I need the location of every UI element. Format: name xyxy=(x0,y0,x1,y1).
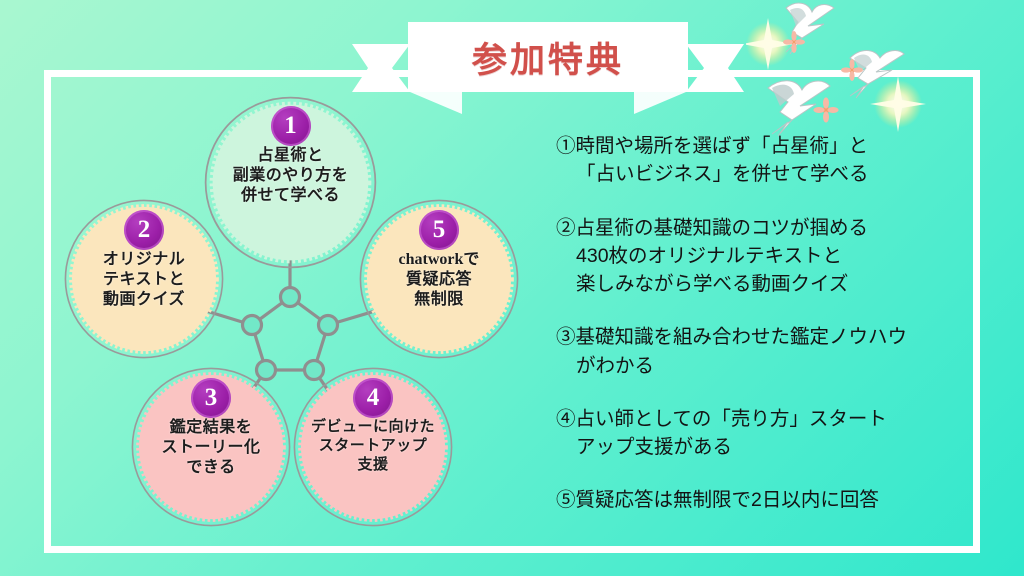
badge-number-3: 3 xyxy=(191,378,231,418)
node-label-2: オリジナル テキストと 動画クイズ xyxy=(102,251,186,308)
badge-number-5: 5 xyxy=(419,210,459,250)
node-label-3: 鑑定結果を ストーリー化 できる xyxy=(161,419,261,476)
benefit-item-5: ⑤質疑応答は無制限で2日以内に回答 xyxy=(556,489,879,512)
benefit-node-2[interactable]: 2 オリジナル テキストと 動画クイズ xyxy=(63,198,225,360)
swallow-icon xyxy=(767,80,831,137)
blossom-icon xyxy=(783,31,805,53)
benefit-diagram: 1 占星術と 副業のやり方を 併せて学べる 2 オリジナル テキストと 動画クイ… xyxy=(40,78,540,527)
swallow-birds-decoration xyxy=(746,0,946,146)
node-label-1: 占星術と 副業のやり方を 併せて学べる xyxy=(232,147,349,204)
benefit-node-4[interactable]: 4 デビューに向けた スタートアップ 支援 xyxy=(292,366,454,528)
benefit-node-1[interactable]: 1 占星術と 副業のやり方を 併せて学べる xyxy=(203,95,378,270)
scalloped-circle-1 xyxy=(204,96,377,269)
badge-number-1: 1 xyxy=(270,106,311,146)
blossom-icon xyxy=(841,59,863,81)
benefit-item-3: ③基礎知識を組み合わせた鑑定ノウハウ がわかる xyxy=(556,326,908,377)
scalloped-circle-2 xyxy=(64,199,224,359)
ribbon-banner: 参加特典 xyxy=(352,22,744,114)
node-label-5: chatworkで 質疑応答 無制限 xyxy=(398,251,480,308)
scalloped-circle-3 xyxy=(131,367,291,527)
blossom-icon xyxy=(813,97,839,123)
badge-number-2: 2 xyxy=(124,210,164,250)
banner-title: 参加特典 xyxy=(471,40,624,80)
benefit-item-4: ④占い師としての「売り方」スタート アップ支援がある xyxy=(556,407,887,459)
benefits-list: ①時間や場所を選ばず「占星術」と 「占いビジネス」を併せて学べる ②占星術の基礎… xyxy=(556,132,976,540)
scalloped-circle-5 xyxy=(359,199,519,359)
benefit-node-5[interactable]: 5 chatworkで 質疑応答 無制限 xyxy=(358,198,520,360)
scalloped-circle-4 xyxy=(293,367,453,527)
sparkle-star xyxy=(870,76,926,132)
benefit-item-2: ②占星術の基礎知識のコツが掴める 430枚のオリジナルテキストと 楽しみながら学… xyxy=(556,216,869,296)
benefit-node-3[interactable]: 3 鑑定結果を ストーリー化 できる xyxy=(130,366,292,528)
badge-number-4: 4 xyxy=(353,378,393,418)
node-label-4: デビューに向けた スタートアップ 支援 xyxy=(310,419,435,473)
benefit-item-1: ①時間や場所を選ばず「占星術」と 「占いビジネス」を併せて学べる xyxy=(556,135,869,186)
sparkle-star xyxy=(746,18,794,70)
